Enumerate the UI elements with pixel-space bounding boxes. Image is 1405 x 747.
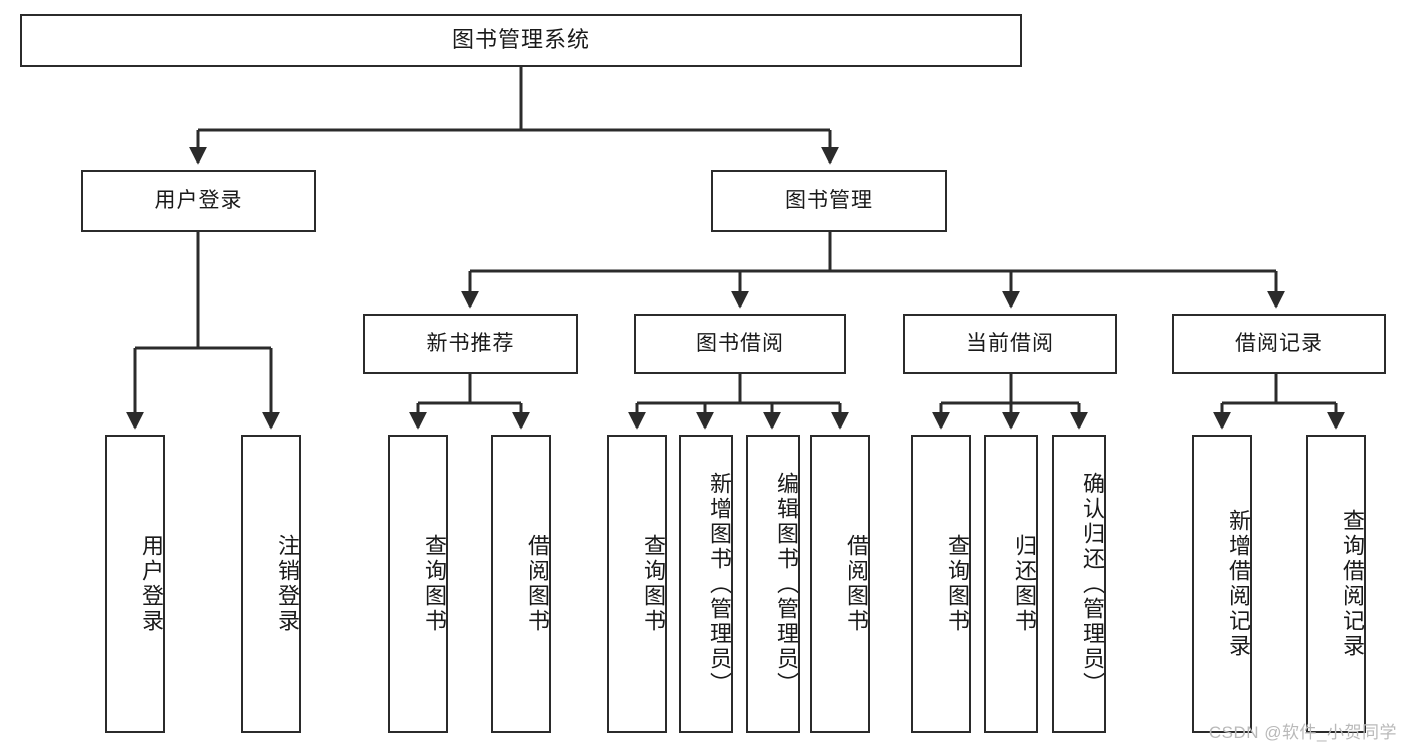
node-new-book-recommend[interactable]: 新书推荐 bbox=[363, 314, 578, 374]
leaf-add-borrow-record[interactable]: 新增借阅记录 bbox=[1192, 435, 1252, 733]
node-label: 确认归还（管理员） bbox=[1080, 471, 1105, 697]
node-label: 查询借阅记录 bbox=[1340, 509, 1365, 659]
leaf-return-book[interactable]: 归还图书 bbox=[984, 435, 1038, 733]
node-label: 归还图书 bbox=[1012, 534, 1037, 634]
leaf-query-book-recommend[interactable]: 查询图书 bbox=[388, 435, 448, 733]
watermark-credit: CSDN @软件_小贺同学 bbox=[1208, 723, 1397, 742]
node-user-login[interactable]: 用户登录 bbox=[81, 170, 316, 232]
node-label: 当前借阅 bbox=[966, 332, 1054, 356]
node-label: 借阅记录 bbox=[1235, 332, 1323, 356]
node-label: 借阅图书 bbox=[525, 534, 550, 634]
node-label: 注销登录 bbox=[275, 534, 300, 634]
leaf-query-borrow-record[interactable]: 查询借阅记录 bbox=[1306, 435, 1366, 733]
node-book-borrow[interactable]: 图书借阅 bbox=[634, 314, 846, 374]
leaf-add-book-admin[interactable]: 新增图书（管理员） bbox=[679, 435, 733, 733]
node-book-management[interactable]: 图书管理 bbox=[711, 170, 947, 232]
node-label: 用户登录 bbox=[154, 189, 243, 213]
leaf-query-book-current[interactable]: 查询图书 bbox=[911, 435, 971, 733]
leaf-borrow-book-recommend[interactable]: 借阅图书 bbox=[491, 435, 551, 733]
node-label: 图书借阅 bbox=[696, 332, 784, 356]
node-current-borrow[interactable]: 当前借阅 bbox=[903, 314, 1117, 374]
node-label: 新增图书（管理员） bbox=[707, 471, 732, 697]
node-root-book-management-system[interactable]: 图书管理系统 bbox=[20, 14, 1022, 67]
node-label: 图书管理系统 bbox=[451, 27, 590, 53]
node-label: 新书推荐 bbox=[426, 332, 515, 356]
node-label: 查询图书 bbox=[422, 534, 447, 634]
leaf-query-book-borrow[interactable]: 查询图书 bbox=[607, 435, 667, 733]
node-label: 新增借阅记录 bbox=[1226, 509, 1251, 659]
node-label: 查询图书 bbox=[641, 534, 666, 634]
node-borrow-record[interactable]: 借阅记录 bbox=[1172, 314, 1386, 374]
node-label: 查询图书 bbox=[945, 534, 970, 634]
leaf-borrow-book[interactable]: 借阅图书 bbox=[810, 435, 870, 733]
node-label: 用户登录 bbox=[139, 534, 164, 634]
leaf-edit-book-admin[interactable]: 编辑图书（管理员） bbox=[746, 435, 800, 733]
node-label: 图书管理 bbox=[785, 189, 873, 213]
leaf-user-login[interactable]: 用户登录 bbox=[105, 435, 165, 733]
node-label: 借阅图书 bbox=[844, 534, 869, 634]
leaf-confirm-return-admin[interactable]: 确认归还（管理员） bbox=[1052, 435, 1106, 733]
leaf-logout[interactable]: 注销登录 bbox=[241, 435, 301, 733]
node-label: 编辑图书（管理员） bbox=[774, 471, 799, 697]
